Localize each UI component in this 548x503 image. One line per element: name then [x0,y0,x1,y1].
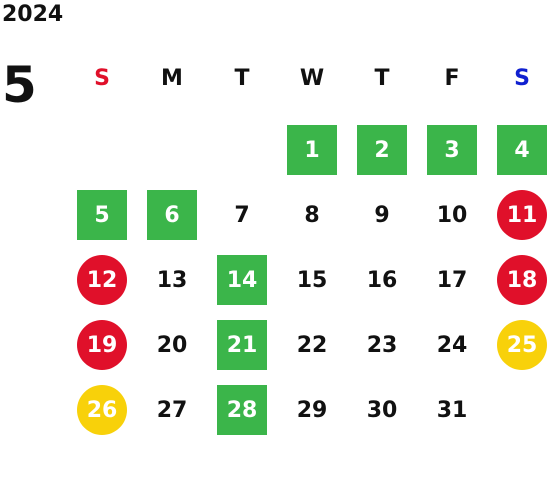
day-cell[interactable]: 22 [296,332,328,358]
day-cell[interactable]: 1 [287,125,337,175]
weekday-label: T [234,66,250,91]
weekday-label: T [374,66,390,91]
weekday-label: S [94,66,110,91]
year-label: 2024 [2,2,64,27]
day-cell[interactable]: 5 [77,190,127,240]
day-cell[interactable]: 30 [366,397,398,423]
day-cell[interactable]: 6 [147,190,197,240]
day-cell[interactable]: 21 [217,320,267,370]
day-cell[interactable]: 31 [436,397,468,423]
day-cell[interactable]: 19 [77,320,127,370]
day-cell[interactable]: 24 [436,332,468,358]
day-cell[interactable]: 25 [497,320,547,370]
day-cell[interactable]: 20 [156,332,188,358]
day-cell[interactable]: 4 [497,125,547,175]
day-cell[interactable]: 8 [304,202,320,228]
day-cell[interactable]: 13 [156,267,188,293]
day-cell[interactable]: 16 [366,267,398,293]
day-cell[interactable]: 10 [436,202,468,228]
month-number: 5 [2,56,37,114]
day-cell[interactable]: 26 [77,385,127,435]
day-cell[interactable]: 12 [77,255,127,305]
day-cell[interactable]: 2 [357,125,407,175]
day-cell[interactable]: 9 [374,202,390,228]
day-cell[interactable]: 15 [296,267,328,293]
day-cell[interactable]: 27 [156,397,188,423]
day-cell[interactable]: 3 [427,125,477,175]
weekday-label: M [161,66,183,91]
weekday-label: S [514,66,530,91]
day-cell[interactable]: 11 [497,190,547,240]
day-cell[interactable]: 14 [217,255,267,305]
day-cell[interactable]: 7 [234,202,250,228]
day-cell[interactable]: 28 [217,385,267,435]
day-cell[interactable]: 17 [436,267,468,293]
day-cell[interactable]: 18 [497,255,547,305]
weekday-label: F [444,66,460,91]
day-cell[interactable]: 29 [296,397,328,423]
weekday-label: W [299,66,325,91]
day-cell[interactable]: 23 [366,332,398,358]
